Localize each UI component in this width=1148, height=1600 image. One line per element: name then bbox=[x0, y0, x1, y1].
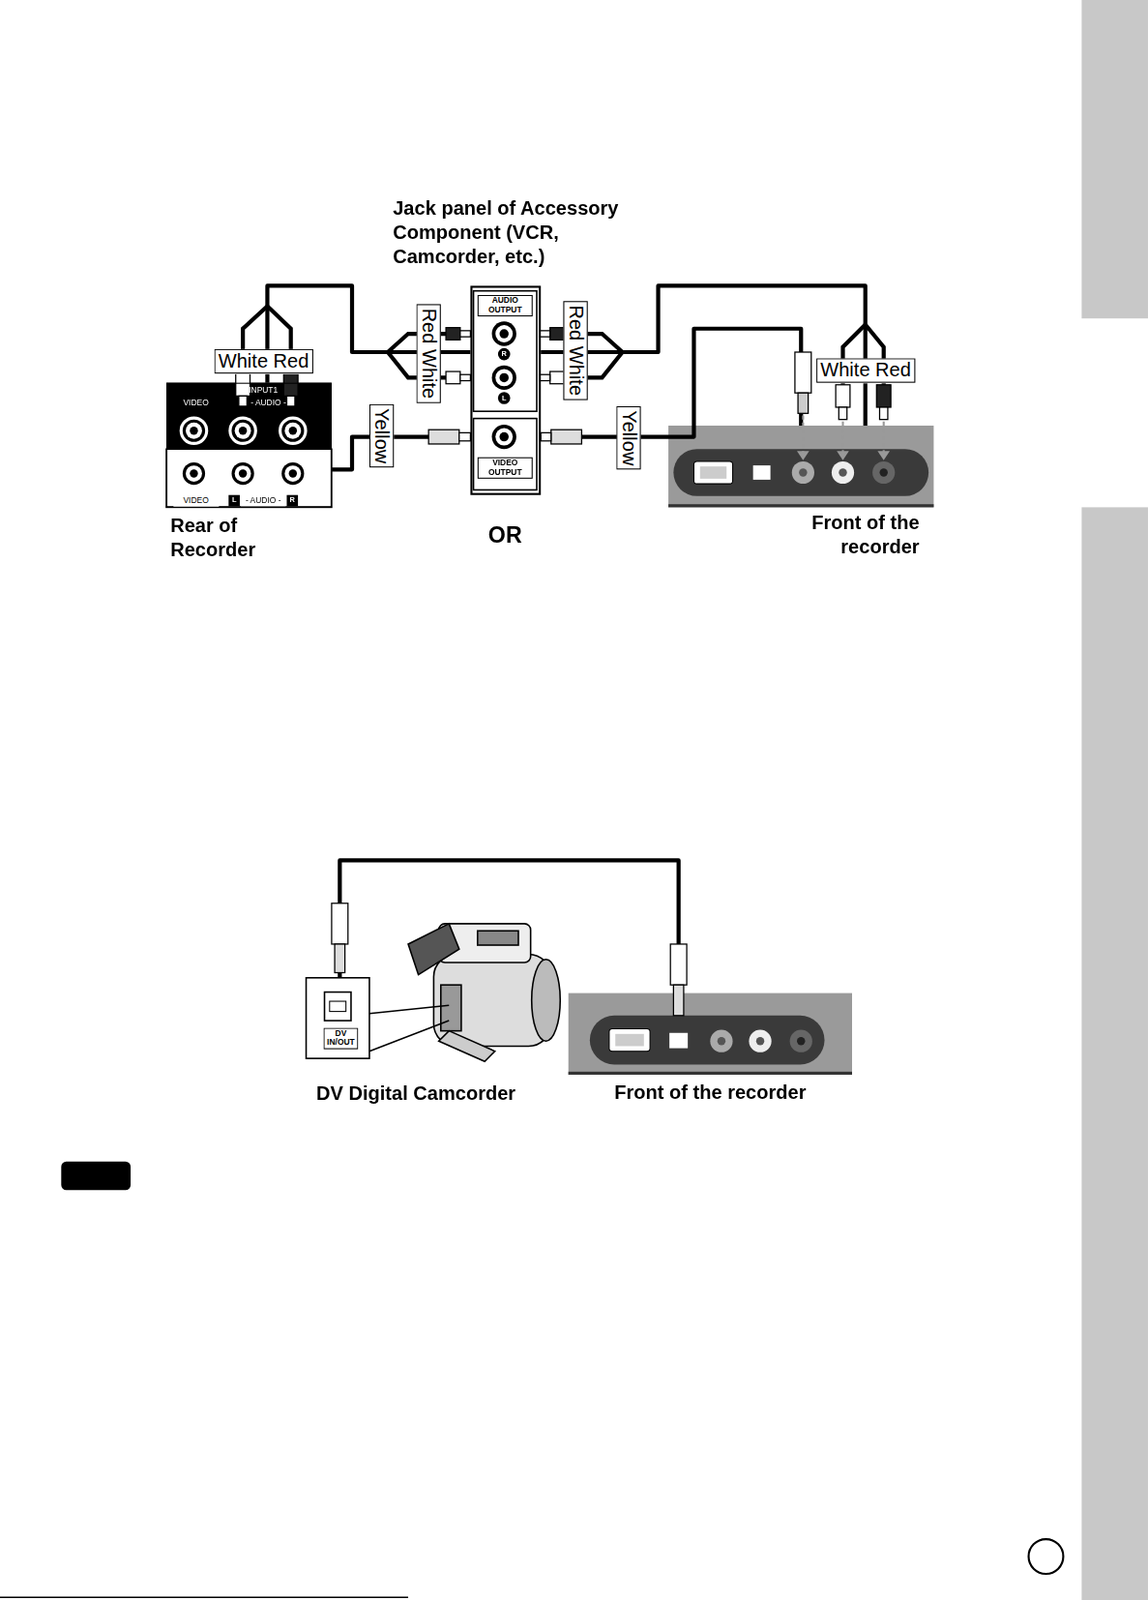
cable-color-label: White Red bbox=[816, 357, 915, 383]
front-panel: Front of the recorder bbox=[668, 425, 934, 507]
jack-label: AUDIO OUTPUT bbox=[477, 294, 533, 317]
jack-label: VIDEO OUTPUT bbox=[477, 457, 533, 479]
node-caption: Front of the recorder bbox=[568, 1080, 853, 1105]
channel-mark: R bbox=[498, 348, 511, 361]
jack-label: VIDEO bbox=[173, 396, 218, 409]
front-panel: Front of the recorder bbox=[568, 993, 853, 1075]
node-caption: DV Digital Camcorder bbox=[316, 1081, 561, 1106]
jack-label: VIDEO bbox=[173, 495, 218, 507]
node-caption: Jack panel of Accessory Component (VCR, … bbox=[392, 196, 638, 270]
cable-color-label: Yellow bbox=[369, 404, 394, 469]
cable-color-label: Red White bbox=[562, 300, 588, 400]
jack-label: - AUDIO - bbox=[240, 495, 286, 507]
jack-label: - AUDIO - bbox=[242, 396, 295, 409]
cable-color-label: White Red bbox=[214, 349, 314, 374]
cable bbox=[540, 285, 866, 426]
or-text: OR bbox=[479, 522, 531, 549]
cable-color-label: Red White bbox=[415, 303, 441, 403]
cable-color-label: Yellow bbox=[616, 406, 641, 471]
node-caption: Rear of Recorder bbox=[170, 513, 273, 563]
jack-label: DV IN/OUT bbox=[323, 1027, 358, 1049]
node-caption: Front of the recorder bbox=[792, 510, 920, 560]
channel-mark: L bbox=[498, 391, 511, 405]
channel-mark: L bbox=[228, 495, 240, 507]
cable bbox=[339, 859, 678, 993]
jack-label: INPUT1 bbox=[230, 384, 296, 397]
channel-mark: R bbox=[286, 495, 298, 507]
